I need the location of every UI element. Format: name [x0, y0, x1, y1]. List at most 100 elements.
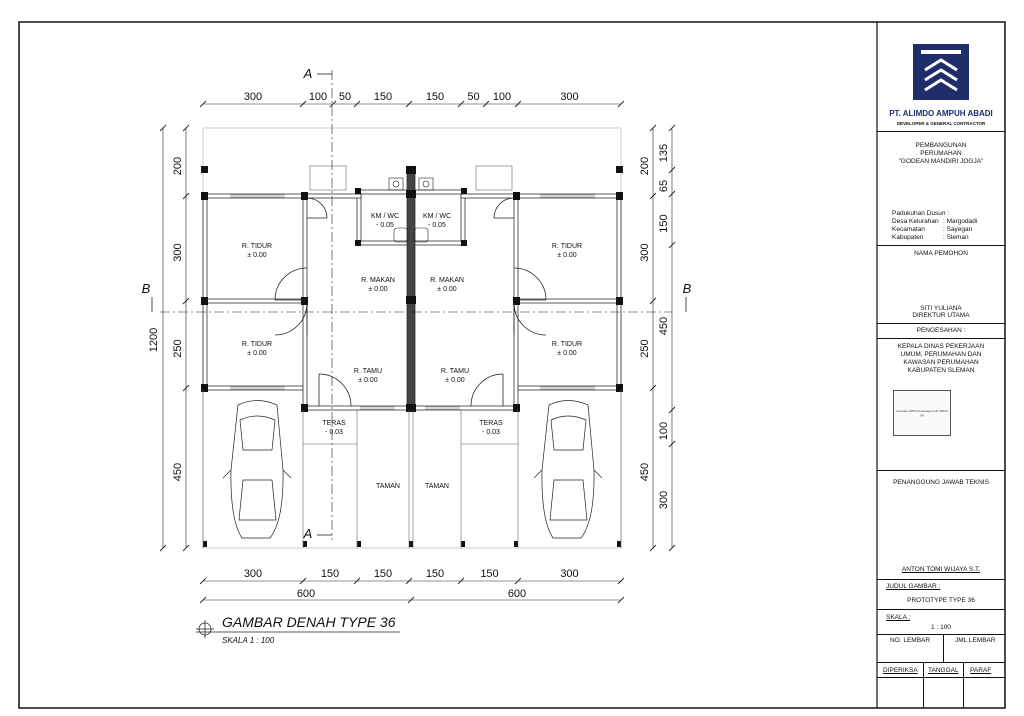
- dimension-tick: [668, 166, 676, 174]
- tech-responsible-label: PENANGGUNG JAWAB TEKNIS: [893, 479, 989, 486]
- location-value-4: : Sleman: [943, 234, 969, 241]
- section-a-bottom: A: [303, 526, 313, 541]
- dim-right-outer-3: 250: [639, 339, 651, 357]
- room-level-4: ± 0.00: [368, 286, 388, 293]
- dim-bottom-0: 300: [244, 568, 262, 580]
- room-level-9: ± 0.00: [445, 377, 465, 384]
- applicant-title: DIREKTUR UTAMA: [912, 312, 970, 319]
- dimension-tick: [182, 544, 190, 552]
- dim-left-0: 200: [172, 157, 184, 175]
- dimension-tick: [617, 577, 625, 585]
- section-b-left: B: [142, 281, 151, 296]
- toilets: [388, 177, 434, 243]
- plan-title-marker: [196, 620, 400, 638]
- dimension-tick: [407, 596, 415, 604]
- dim-left-total: 1200: [148, 328, 160, 352]
- dim-bottom-1: 150: [321, 568, 339, 580]
- dim-bottom-2: 150: [374, 568, 392, 580]
- dim-left-1: 300: [172, 243, 184, 261]
- room-level-1: ± 0.00: [557, 252, 577, 259]
- dimension-tick: [668, 406, 676, 414]
- sheet-number-label: NO. LEMBAR: [890, 637, 931, 644]
- drawing-title: PROTOTYPE TYPE 36: [907, 597, 975, 604]
- dim-bottom-total-1: 600: [508, 588, 526, 600]
- project-line-1: PEMBANGUNAN: [915, 142, 967, 149]
- dimension-tick: [199, 596, 207, 604]
- dimension-tick: [482, 100, 490, 108]
- dimension-tick: [514, 577, 522, 585]
- applicant-name: SITI YULIANA: [920, 305, 962, 312]
- room-level-11: - 0.03: [482, 429, 500, 436]
- dimension-tick: [159, 544, 167, 552]
- dimension-tick: [649, 297, 657, 305]
- room-name-10: TERAS: [322, 420, 346, 427]
- dim-top-0: 300: [244, 91, 262, 103]
- dim-top-1: 100: [309, 91, 327, 103]
- dim-bottom-3: 150: [426, 568, 444, 580]
- location-value-3: : Sayegan: [943, 226, 973, 233]
- approval-line-3: KAWASAN PERUMAHAN: [903, 359, 979, 366]
- doors: [274, 197, 547, 407]
- project-line-3: "GODEAN MANDIRI JOGJA": [898, 158, 984, 165]
- dim-left-3: 450: [172, 463, 184, 481]
- dimension-tick: [668, 124, 676, 132]
- tech-responsible-name: ANTON TOMI WIJAYA S.T.: [901, 566, 981, 573]
- approval-label: PENGESAHAN :: [916, 327, 966, 334]
- dimension-tick: [199, 577, 207, 585]
- walls: [202, 169, 622, 411]
- room-name-4: R. MAKAN: [361, 277, 395, 284]
- sheet-count-label: JML LEMBAR: [955, 637, 996, 644]
- company-logo: [913, 44, 969, 100]
- dim-top-4: 150: [426, 91, 444, 103]
- dimension-tick: [353, 100, 361, 108]
- room-level-0: ± 0.00: [247, 252, 267, 259]
- dimension-tick: [668, 190, 676, 198]
- section-lines: [160, 70, 672, 540]
- dimension-tick: [649, 124, 657, 132]
- dim-right-outer-2: 450: [658, 317, 670, 335]
- dim-right-inner-2: 150: [658, 214, 670, 232]
- dim-right-inner-0: 135: [658, 144, 670, 162]
- date-label: TANGGAL: [928, 667, 959, 674]
- dimension-tick: [199, 100, 207, 108]
- section-arrows: [151, 73, 687, 536]
- dim-right-inner-1: 65: [658, 180, 670, 192]
- project-line-2: PERUMAHAN: [920, 150, 962, 157]
- dimension-tick: [649, 192, 657, 200]
- car-left: [222, 400, 292, 539]
- dim-bottom-total-0: 600: [297, 588, 315, 600]
- drawing-title-label: JUDUL GAMBAR :: [886, 583, 941, 590]
- room-name-2: R. TIDUR: [242, 341, 272, 348]
- dimension-tick: [182, 192, 190, 200]
- dimension-tick: [405, 577, 413, 585]
- room-name-7: KM / WC: [423, 213, 451, 220]
- approval-line-4: KABUPATEN SLEMAN: [907, 367, 975, 374]
- room-name-12: TAMAN: [376, 483, 400, 490]
- room-name-3: R. TIDUR: [552, 341, 582, 348]
- dim-top-7: 300: [560, 91, 578, 103]
- room-level-3: ± 0.00: [557, 350, 577, 357]
- room-name-8: R. TAMU: [354, 368, 382, 375]
- dimension-tick: [182, 297, 190, 305]
- room-name-6: KM / WC: [371, 213, 399, 220]
- dimension-tick: [649, 544, 657, 552]
- dimension-tick: [299, 100, 307, 108]
- room-level-5: ± 0.00: [437, 286, 457, 293]
- scale-value: 1 : 100: [931, 624, 951, 631]
- room-level-2: ± 0.00: [247, 350, 267, 357]
- dimension-tick: [617, 100, 625, 108]
- dimension-tick: [617, 596, 625, 604]
- plan-scale: SKALA 1 : 100: [222, 636, 275, 645]
- dimension-tick: [668, 544, 676, 552]
- carport-lines: [202, 165, 622, 548]
- location-label-2: Desa Kelurahan: [892, 218, 939, 225]
- dimension-lines: [162, 103, 673, 601]
- scale-label: SKALA :: [886, 614, 911, 621]
- dim-left-2: 250: [172, 339, 184, 357]
- section-a-top: A: [303, 66, 313, 81]
- dimension-tick: [182, 384, 190, 392]
- location-value-2: : Margodadi: [943, 218, 978, 225]
- columns: [201, 166, 623, 547]
